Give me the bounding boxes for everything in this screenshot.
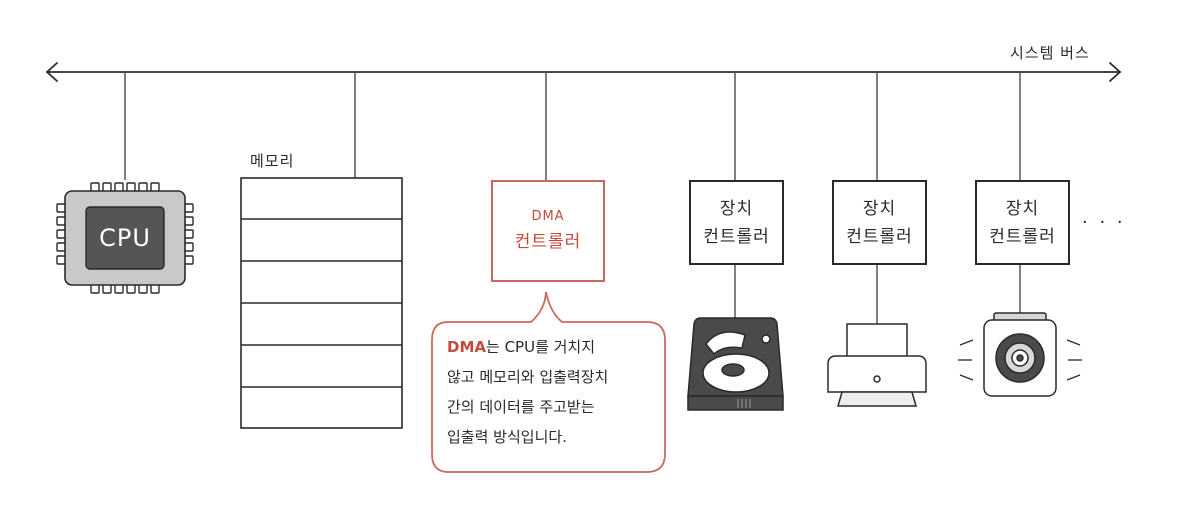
hard-disk-icon (687, 317, 784, 411)
more-devices-ellipsis: · · · (1082, 212, 1126, 233)
dma-controller-title: DMA (531, 209, 565, 224)
callout-line-4: 입출력 방식입니다. (447, 428, 567, 446)
system-bus-line (45, 62, 1122, 82)
cpu-chip-icon (56, 182, 194, 294)
memory-block (240, 177, 403, 429)
device-controller-label-2: 장치 (862, 198, 897, 219)
device-controller-label-3: 장치 (1005, 198, 1040, 219)
callout-line-1-rest: 는 CPU를 거치지 (486, 338, 596, 356)
callout-line-1: DMA는 CPU를 거치지 (447, 332, 662, 362)
callout-text: DMA는 CPU를 거치지 않고 메모리와 입출력장치 간의 데이터를 주고받는… (447, 332, 662, 452)
device-controller-3: 장치 컨트롤러 (975, 180, 1070, 265)
device-controller-label-1: 장치 (719, 198, 754, 219)
device-controller-sublabel-3: 컨트롤러 (989, 226, 1056, 247)
printer-icon (827, 323, 927, 407)
device-controller-sublabel-1: 컨트롤러 (703, 226, 770, 247)
callout-highlight: DMA (447, 338, 486, 356)
memory-label: 메모리 (250, 152, 295, 170)
system-bus-label: 시스템 버스 (1010, 44, 1090, 62)
callout-bubble (431, 291, 666, 473)
dma-controller-box: DMA 컨트롤러 (491, 180, 605, 282)
callout-line-2: 않고 메모리와 입출력장치 (447, 368, 609, 386)
dma-controller-subtitle: 컨트롤러 (514, 232, 582, 252)
device-controller-sublabel-2: 컨트롤러 (846, 226, 913, 247)
device-controller-1: 장치 컨트롤러 (689, 180, 784, 265)
callout-line-3: 간의 데이터를 주고받는 (447, 398, 595, 416)
speaker-icon (958, 312, 1082, 397)
bus-connectors (124, 72, 1021, 324)
cpu-label: CPU (99, 224, 151, 252)
device-controller-2: 장치 컨트롤러 (832, 180, 927, 265)
